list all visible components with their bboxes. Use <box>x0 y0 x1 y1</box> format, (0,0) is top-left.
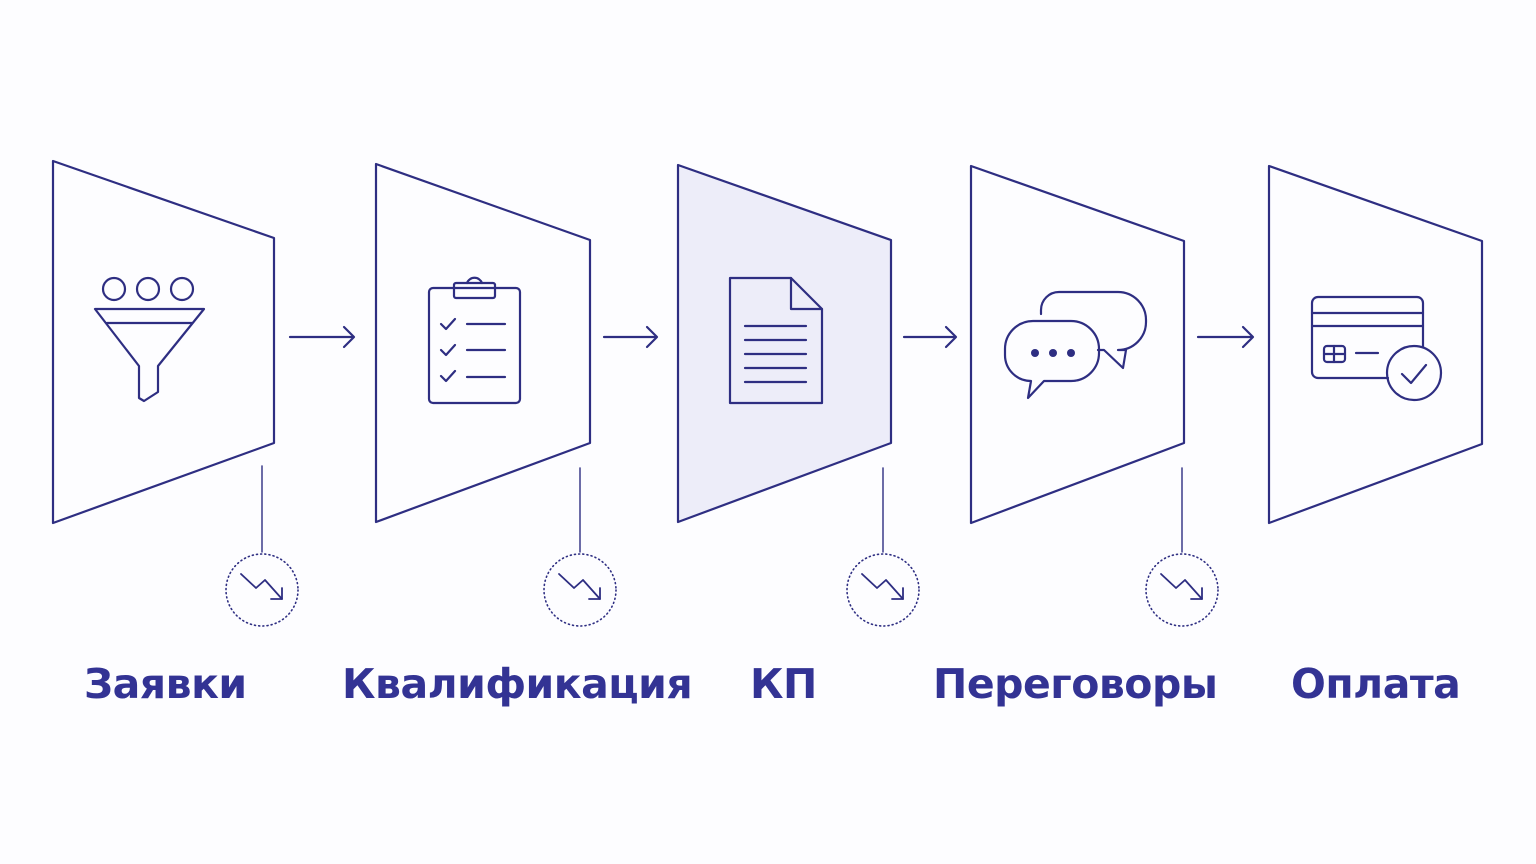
document-icon <box>728 276 824 405</box>
trend-down-icon <box>240 573 283 600</box>
dropoff-indicator-1 <box>225 465 299 627</box>
stage-proposal <box>676 163 893 524</box>
dropoff-indicator-4 <box>1145 467 1219 627</box>
stage-payment <box>1267 164 1484 525</box>
funnel-icon <box>93 276 206 403</box>
card-payment-icon <box>1310 295 1443 402</box>
trend-down-icon <box>861 573 904 600</box>
trend-down-icon <box>1160 573 1203 600</box>
stage-label-payment: Оплата <box>1291 660 1461 708</box>
stage-panel-payment <box>1267 164 1484 525</box>
stage-applications <box>51 159 276 525</box>
stage-label-negotiations: Переговоры <box>933 660 1218 708</box>
connector-arrow-2 <box>602 325 659 349</box>
dropoff-indicator-3 <box>846 467 920 627</box>
dropoff-indicator-2 <box>543 467 617 627</box>
clipboard-checklist-icon <box>427 276 522 405</box>
connector-arrow-4 <box>1196 325 1255 349</box>
stage-label-proposal: КП <box>750 660 817 708</box>
stage-label-qualification: Квалификация <box>342 660 693 708</box>
chat-ellipsis-dots <box>1031 349 1075 357</box>
stage-panel-qualification <box>374 162 592 524</box>
chat-bubbles-icon <box>1003 290 1148 400</box>
stage-panel-proposal <box>676 163 893 524</box>
trend-down-icon <box>558 573 601 600</box>
stage-panel-applications <box>51 159 276 525</box>
stage-negotiations <box>969 164 1186 525</box>
connector-arrow-1 <box>288 325 356 349</box>
connector-arrow-3 <box>902 325 958 349</box>
stage-panel-negotiations <box>969 164 1186 525</box>
stage-label-applications: Заявки <box>84 660 247 708</box>
stage-qualification <box>374 162 592 524</box>
